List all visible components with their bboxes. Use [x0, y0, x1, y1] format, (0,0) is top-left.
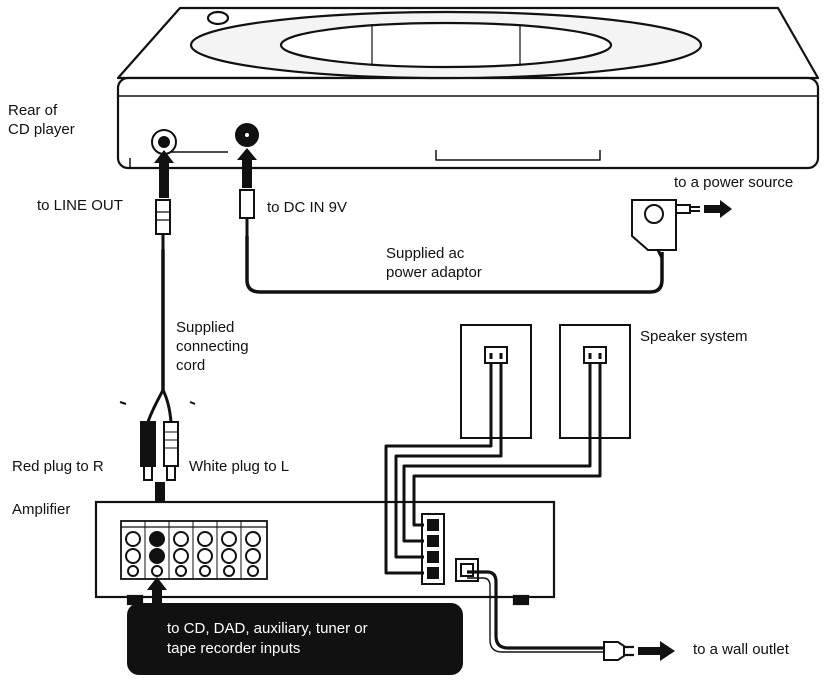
power-adaptor-cord	[245, 236, 664, 294]
amp-speaker-terminals	[421, 513, 445, 585]
amp-input-panel	[120, 520, 268, 580]
label-to-line-out: to LINE OUT	[37, 197, 123, 214]
callout-text: to CD, DAD, auxiliary, tuner or tape rec…	[167, 619, 368, 659]
label-supplied-ac-line2: power adaptor	[386, 264, 482, 281]
arrow-callout-to-inputs	[147, 577, 167, 604]
speaker-left	[460, 324, 532, 439]
speaker-wires	[384, 362, 602, 575]
dc-plug	[239, 189, 255, 236]
white-plug	[163, 421, 179, 481]
label-white-plug: White plug to L	[189, 458, 290, 475]
label-to-power-source: to a power source	[674, 174, 794, 191]
speaker-right	[559, 324, 631, 439]
red-plug	[140, 421, 156, 481]
label-red-plug: Red plug to R	[12, 458, 104, 475]
label-supplied-ac-line1: Supplied ac	[386, 245, 465, 262]
arrow-to-power-source	[704, 200, 732, 218]
cd-player	[116, 6, 820, 170]
stray-marks	[119, 401, 196, 405]
line-out-jack	[151, 129, 177, 155]
dc-in-jack	[235, 123, 259, 147]
ac-cord	[467, 570, 604, 653]
callout-line1: to CD, DAD, auxiliary, tuner or	[167, 620, 368, 637]
wall-plug	[603, 641, 634, 661]
callout-line2: tape recorder inputs	[167, 640, 301, 657]
label-supplied-ac-adaptor: Supplied ac power adaptor	[386, 244, 482, 282]
label-speaker-system: Speaker system	[640, 328, 748, 345]
label-rear-of-line2: CD player	[8, 121, 75, 138]
label-to-wall-outlet: to a wall outlet	[693, 641, 789, 658]
line-out-plug	[155, 199, 171, 250]
label-to-dc-in: to DC IN 9V	[267, 199, 348, 216]
connecting-cord	[146, 248, 173, 424]
label-supplied-connecting-cord: Supplied connecting cord	[176, 318, 249, 375]
arrow-to-wall-outlet	[638, 641, 675, 661]
label-rear-of-line1: Rear of	[8, 102, 58, 119]
label-cord-line2: connecting	[176, 338, 249, 355]
label-cord-line3: cord	[176, 357, 206, 374]
arrow-to-line-out	[154, 150, 174, 198]
arrow-to-dc-in	[237, 148, 257, 188]
label-rear-of-cd-player: Rear of CD player	[8, 101, 75, 139]
label-amplifier: Amplifier	[12, 501, 71, 518]
amp-inputs-callout: to CD, DAD, auxiliary, tuner or tape rec…	[127, 603, 463, 675]
amp-input-jacks	[125, 531, 261, 577]
ac-power-adaptor	[631, 199, 700, 259]
label-cord-line1: Supplied	[176, 319, 235, 336]
